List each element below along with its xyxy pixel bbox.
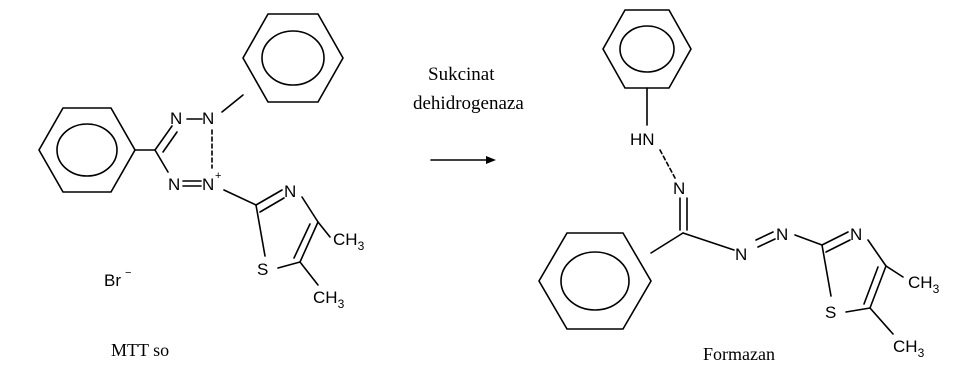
formazan-hn-label: HN bbox=[630, 130, 655, 149]
mtt-left-phenyl bbox=[38, 107, 136, 193]
formazan-chain-bonds bbox=[646, 87, 823, 254]
mtt-top-phenyl bbox=[242, 13, 344, 103]
mtt-caption: MTT so bbox=[111, 340, 169, 360]
mtt-n3-label: N bbox=[168, 175, 180, 194]
mtt-counter-ion-charge: − bbox=[125, 267, 131, 279]
mtt-thiazole-s-label: S bbox=[257, 260, 268, 279]
formazan-n-c-label: N bbox=[776, 225, 788, 244]
formazan-thiazole-s-label: S bbox=[825, 303, 836, 322]
formazan-top-phenyl bbox=[602, 9, 692, 89]
formazan-thiazole-n-label: N bbox=[850, 225, 862, 244]
formazan-methyl-b: CH3 bbox=[893, 337, 925, 360]
formazan-molecule: HN N N N N S CH3 CH3 Formazan bbox=[538, 9, 940, 364]
formazan-n-a-label: N bbox=[673, 179, 685, 198]
mtt-counter-ion: Br bbox=[104, 271, 121, 290]
formazan-thiazole-bonds bbox=[821, 231, 904, 335]
mtt-methyl-b: CH3 bbox=[313, 288, 345, 311]
arrow-head-icon bbox=[486, 156, 496, 164]
formazan-n-b-label: N bbox=[735, 245, 747, 264]
mtt-methyl-a: CH3 bbox=[333, 230, 365, 253]
enzyme-name-line2: dehidrogenaza bbox=[413, 93, 524, 114]
mtt-thiazole-n-label: N bbox=[284, 182, 296, 201]
formazan-caption: Formazan bbox=[703, 344, 775, 364]
formazan-methyl-a: CH3 bbox=[908, 273, 940, 296]
mtt-thiazole-bonds bbox=[255, 189, 331, 286]
mtt-n4-charge: + bbox=[215, 170, 221, 182]
mtt-molecule: N N N N + N S CH3 CH3 Br bbox=[38, 13, 365, 360]
mtt-n2-label: N bbox=[202, 109, 214, 128]
mtt-tetrazole-bonds bbox=[134, 94, 257, 206]
reaction-arrow: Sukcinat dehidrogenaza bbox=[413, 64, 524, 164]
mtt-n1-label: N bbox=[170, 109, 182, 128]
enzyme-name-line1: Sukcinat bbox=[428, 64, 495, 85]
formazan-bottom-phenyl bbox=[538, 232, 652, 330]
mtt-n4-label: N bbox=[202, 175, 214, 194]
